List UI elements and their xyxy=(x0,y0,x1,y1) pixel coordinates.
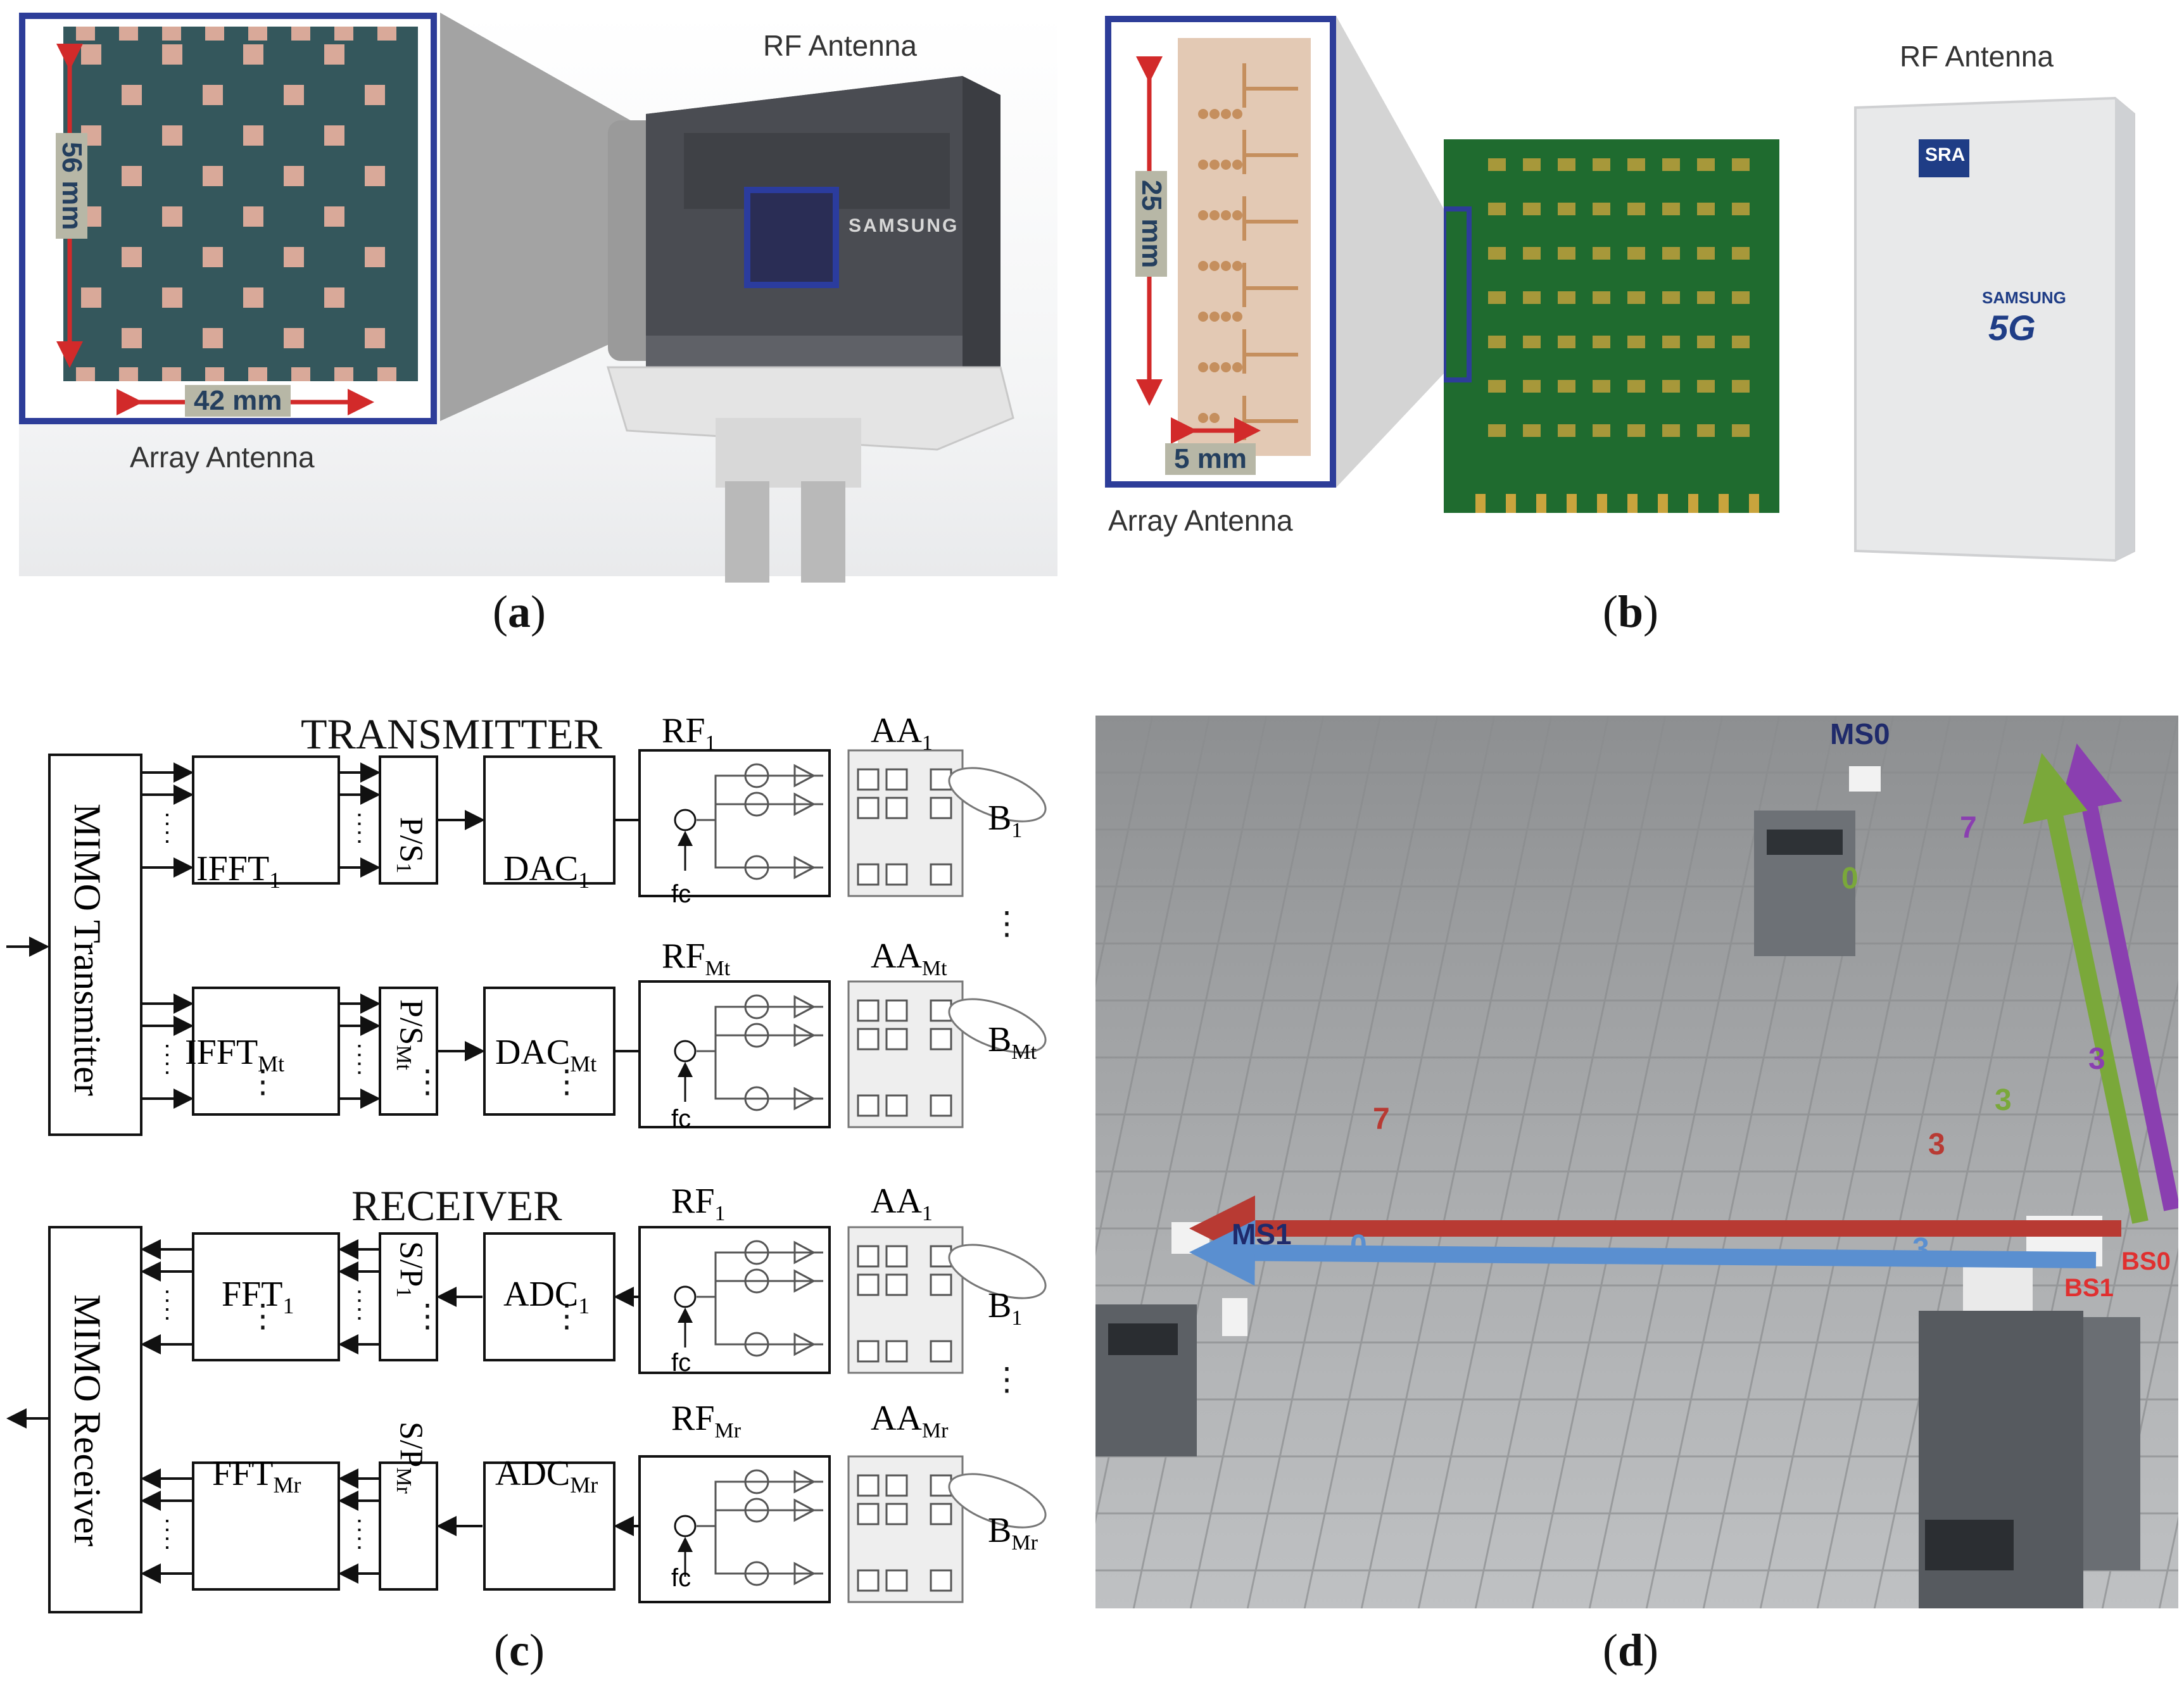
svg-text:⋮: ⋮ xyxy=(247,1298,279,1334)
panel-b-box-logo-sra: SRA xyxy=(1925,144,1966,165)
aa-tx1-label: AA1 xyxy=(871,711,933,755)
panel-b: 25 mm 5 mm SRA SAMSUNG 5G RF Antenna Arr… xyxy=(1076,0,2184,659)
panel-a-height-dimension: 56 mm xyxy=(56,133,87,239)
panel-c-block-diagram: ⋮ ⋮ ⋮ ⋮ ⋮ ⋮ ⋮ ⋮ xyxy=(6,749,1047,1613)
b-rx1-label: B1 xyxy=(988,1286,1023,1330)
psm-label: P/SMt xyxy=(392,999,429,1070)
svg-text:⋮: ⋮ xyxy=(991,1361,1023,1397)
svg-text:⋮: ⋮ xyxy=(551,1064,583,1099)
b-rxm-label: BMr xyxy=(988,1511,1038,1555)
svg-text:⋮: ⋮ xyxy=(551,1298,583,1334)
beam-purple-bottom-label: 3 xyxy=(2088,1042,2105,1076)
dac1-label: DAC1 xyxy=(503,849,590,893)
spm-label: S/PMr xyxy=(392,1422,429,1494)
mimo-receiver-label: MIMO Receiver xyxy=(66,1294,108,1547)
beam-red-right-label: 3 xyxy=(1928,1128,1945,1161)
panel-c-caption: (c) xyxy=(494,1625,545,1676)
fc-label-txm: fc xyxy=(671,1105,691,1133)
svg-text:⋮: ⋮ xyxy=(247,1064,279,1099)
ms0-cart xyxy=(1754,766,1881,956)
beam-blue-right-label: 3 xyxy=(1912,1232,1929,1266)
bs1-label: BS1 xyxy=(2064,1274,2114,1302)
panel-b-height-dimension: 25 mm xyxy=(1135,171,1167,277)
receiver-title: RECEIVER xyxy=(351,1182,562,1230)
b-txm-label: BMt xyxy=(988,1020,1037,1064)
beam-purple-top-label: 7 xyxy=(1960,811,1977,845)
panel-a-zoom-wedge xyxy=(440,13,754,421)
beam-blue-left-label: 0 xyxy=(1350,1229,1367,1263)
panel-d-caption: (d) xyxy=(1602,1625,1658,1676)
ifft1-label: IFFT1 xyxy=(196,849,281,893)
sp1-label: S/P1 xyxy=(392,1241,429,1298)
aa-rxm-label: AAMr xyxy=(871,1399,949,1443)
transmitter-title: TRANSMITTER xyxy=(301,710,602,758)
aa-rx1-label: AA1 xyxy=(871,1182,933,1226)
beam-green-top-label: 0 xyxy=(1841,862,1859,895)
panel-b-enclosure-box xyxy=(1854,96,2135,562)
rf-rxm-label: RFMr xyxy=(671,1399,742,1443)
adc1-label: ADC1 xyxy=(503,1275,590,1319)
bs-equipment xyxy=(1919,1216,2140,1608)
dacm-label: DACMt xyxy=(495,1033,597,1077)
panel-b-caption: (b) xyxy=(1602,586,1658,637)
panel-b-zoom-wedge xyxy=(1336,16,1444,488)
panel-a: SAMSUNG 56 mm 42 mm RF Antenna Array Ant… xyxy=(0,0,1076,659)
panel-a-caption: (a) xyxy=(493,586,546,637)
aa-txm-label: AAMt xyxy=(871,937,947,981)
panel-b-box-logo-5g: 5G xyxy=(1988,308,2036,348)
ms1-label: MS1 xyxy=(1232,1218,1292,1251)
svg-text:⋮: ⋮ xyxy=(412,1298,443,1334)
panel-b-array-antenna-label: Array Antenna xyxy=(1108,504,1293,537)
beam-red-left-label: 7 xyxy=(1373,1102,1390,1136)
svg-text:⋮: ⋮ xyxy=(412,1064,443,1099)
panel-a-rf-antenna-device xyxy=(606,76,1014,583)
panel-b-dimension-arrows xyxy=(1136,56,1261,444)
fft1-label: FFT1 xyxy=(222,1275,294,1319)
panel-a-brand-label: SAMSUNG xyxy=(849,215,959,236)
bs0-label: BS0 xyxy=(2121,1247,2171,1275)
panel-c: ⋮ ⋮ ⋮ ⋮ ⋮ ⋮ ⋮ ⋮ TRANSMITTER RECEIVER MIMO Trans… xyxy=(0,697,1076,1685)
fc-label-rxm: fc xyxy=(671,1564,691,1592)
rf-txm-label: RFMt xyxy=(662,937,731,981)
panel-d: MS0 MS1 BS0 BS1 7 3 0 3 7 3 0 3 (d) xyxy=(1076,697,2184,1685)
panel-b-array-antenna-image xyxy=(1178,38,1311,456)
panel-d-test-photo xyxy=(1095,716,2178,1608)
ps1-label: P/S1 xyxy=(392,817,429,874)
fc-label-rx1: fc xyxy=(671,1349,691,1377)
rf-tx1-label: RF1 xyxy=(662,711,716,755)
adcm-label: ADCMr xyxy=(495,1454,598,1498)
panel-b-box-logo-samsung: SAMSUNG xyxy=(1982,288,2066,307)
panel-a-array-antenna-image xyxy=(63,27,418,381)
panel-a-rf-antenna-label: RF Antenna xyxy=(763,29,917,62)
panel-b-rf-board xyxy=(1444,139,1779,513)
beam-green-bottom-label: 3 xyxy=(1995,1083,2012,1117)
fftm-label: FFTMr xyxy=(212,1454,301,1498)
panel-a-array-antenna-label: Array Antenna xyxy=(130,441,315,474)
svg-text:⋮: ⋮ xyxy=(991,906,1023,941)
mimo-transmitter-label: MIMO Transmitter xyxy=(66,804,108,1096)
rf-rx1-label: RF1 xyxy=(671,1182,726,1226)
panel-b-rf-antenna-label: RF Antenna xyxy=(1900,40,2054,73)
ifftm-label: IFFTMt xyxy=(185,1033,285,1077)
ms0-label: MS0 xyxy=(1830,717,1890,750)
panel-b-width-dimension: 5 mm xyxy=(1165,443,1256,475)
fc-label-tx1: fc xyxy=(671,880,691,908)
b-tx1-label: B1 xyxy=(988,798,1023,843)
ms1-cart xyxy=(1095,1222,1247,1456)
panel-a-width-dimension: 42 mm xyxy=(185,385,291,417)
